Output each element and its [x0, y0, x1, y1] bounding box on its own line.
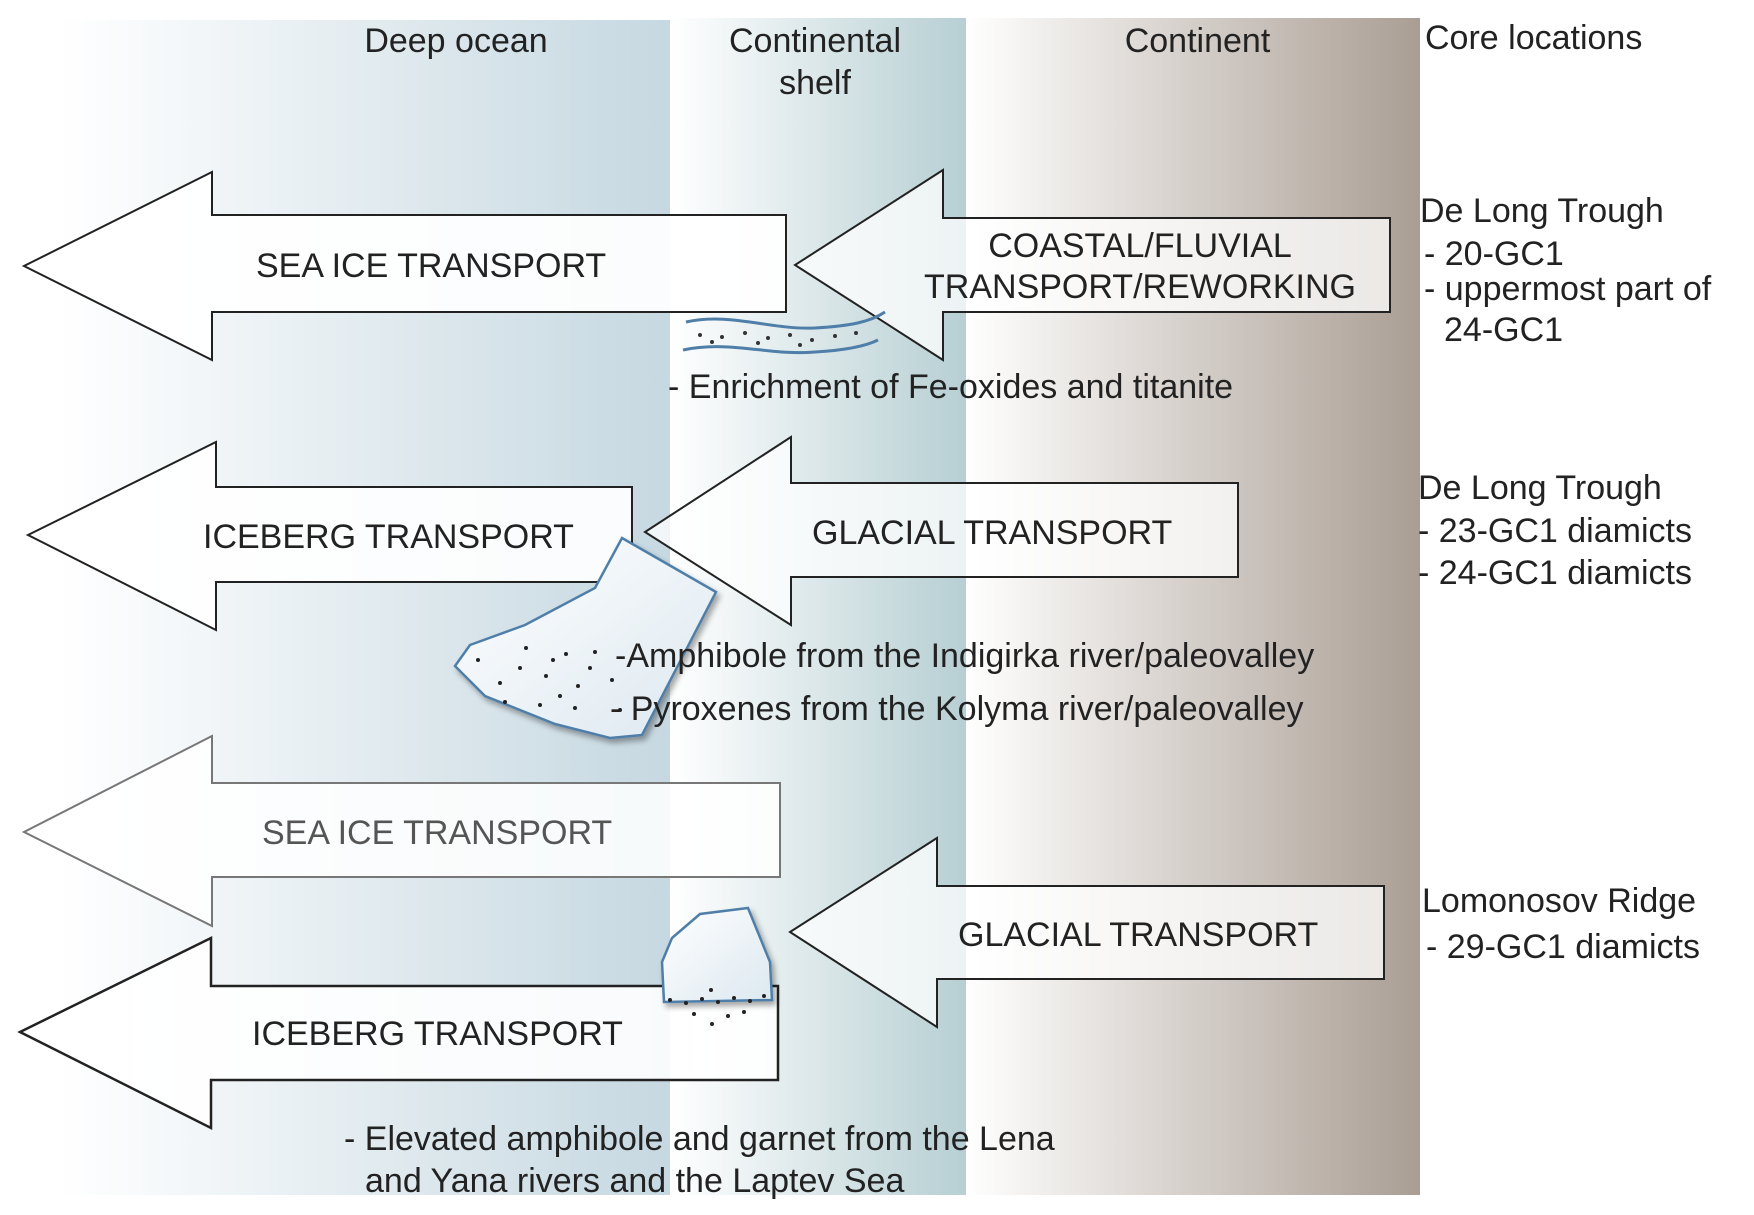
lena-note-line1: - Elevated amphibole and garnet from the…	[344, 1120, 1055, 1158]
glacial-transport-arrow-1	[643, 435, 1239, 627]
sediment-layer-icon	[682, 310, 886, 355]
continent-label: Continent	[1124, 22, 1271, 60]
deep-ocean-label: Deep ocean	[364, 22, 548, 60]
sea-ice-transport-label-1: SEA ICE TRANSPORT	[256, 247, 607, 285]
glacial-transport-label-1: GLACIAL TRANSPORT	[812, 514, 1173, 552]
core-group-3-title: Lomonosov Ridge	[1422, 882, 1697, 920]
continental-shelf-label-line2: shelf	[779, 64, 851, 102]
coastal-fluvial-label-line2: TRANSPORT/REWORKING	[924, 268, 1356, 306]
pyroxenes-note: - Pyroxenes from the Kolyma river/paleov…	[610, 690, 1304, 728]
iceberg-transport-arrow-1	[25, 440, 633, 632]
core-group-1-item: - 20-GC1	[1424, 235, 1564, 273]
small-iceberg-sediment-dots	[668, 988, 766, 1026]
core-group-3-item: - 29-GC1 diamicts	[1426, 928, 1700, 966]
lena-note-line2: and Yana rivers and the Laptev Sea	[365, 1162, 905, 1200]
continental-shelf-label-line1: Continental	[728, 22, 901, 60]
iceberg-sediment-dots	[476, 646, 622, 712]
glacial-transport-label-2: GLACIAL TRANSPORT	[958, 916, 1319, 954]
coastal-fluvial-label-line1: COASTAL/FLUVIAL	[988, 227, 1292, 265]
fe-oxides-note: - Enrichment of Fe-oxides and titanite	[668, 368, 1234, 406]
core-group-1-item: - uppermost part of	[1424, 270, 1712, 308]
core-group-2-item: - 24-GC1 diamicts	[1418, 554, 1692, 592]
core-group-2-title: De Long Trough	[1418, 469, 1662, 507]
sea-ice-transport-label-2: SEA ICE TRANSPORT	[262, 814, 613, 852]
core-group-1-title: De Long Trough	[1420, 192, 1664, 230]
iceberg-transport-label-2: ICEBERG TRANSPORT	[252, 1015, 623, 1053]
continent-zone	[966, 18, 1420, 1195]
sea-ice-transport-arrow-2	[21, 734, 781, 928]
core-locations-label: Core locations	[1425, 19, 1643, 57]
iceberg-icon-small	[660, 906, 774, 1004]
glacial-transport-arrow-2	[788, 836, 1385, 1029]
amphibole-note: -Amphibole from the Indigirka river/pale…	[615, 637, 1315, 675]
iceberg-transport-arrow-2	[17, 935, 780, 1131]
core-group-1-item: 24-GC1	[1444, 311, 1564, 349]
iceberg-icon-large	[453, 536, 718, 740]
iceberg-transport-label-1: ICEBERG TRANSPORT	[203, 518, 574, 556]
sea-ice-transport-arrow-1	[21, 170, 787, 362]
coastal-fluvial-arrow	[793, 168, 1391, 362]
core-group-2-item: - 23-GC1 diamicts	[1418, 512, 1692, 550]
